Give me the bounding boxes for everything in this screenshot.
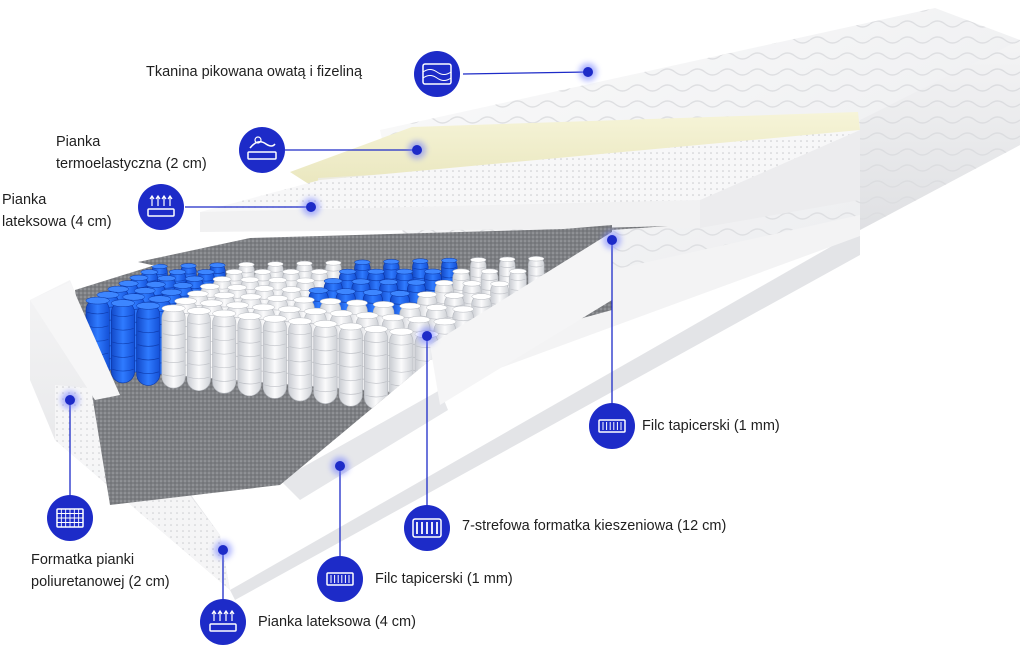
white-pocket-spring <box>237 312 262 397</box>
pointer-dot <box>579 63 597 81</box>
label-latex-top: Pianka lateksowa (4 cm) <box>2 190 112 232</box>
label-latex-bottom: Pianka lateksowa (4 cm) <box>258 614 416 630</box>
label-felt-right: Filc tapicerski (1 mm) <box>642 418 780 434</box>
white-pocket-spring <box>313 320 338 404</box>
thermo-foam-icon <box>239 127 285 173</box>
pointer-dot <box>331 457 349 475</box>
felt-icon <box>589 403 635 449</box>
pointer-dot <box>214 541 232 559</box>
white-pocket-spring <box>161 304 186 389</box>
label-latex-top-line2: lateksowa (4 cm) <box>2 214 112 230</box>
white-pocket-spring <box>262 314 287 399</box>
blue-pocket-spring <box>136 302 161 386</box>
white-pocket-spring <box>186 307 211 391</box>
label-thermo-foam-line1: Pianka <box>56 134 101 150</box>
pocket-springs-icon <box>404 505 450 551</box>
latex-foam-icon <box>138 184 184 230</box>
foam-grid-icon <box>47 495 93 541</box>
white-pocket-spring <box>338 322 363 407</box>
blue-pocket-spring <box>110 299 135 384</box>
label-pu-frame: Formatka pianki poliuretanowej (2 cm) <box>31 550 170 592</box>
pointer-dot <box>61 391 79 409</box>
label-felt-bottom: Filc tapicerski (1 mm) <box>375 571 513 587</box>
pointer-dots <box>61 63 621 559</box>
white-pocket-spring <box>364 325 388 410</box>
pointer-dot <box>418 327 436 345</box>
label-pu-frame-line2: poliuretanowej (2 cm) <box>31 574 170 590</box>
label-pu-frame-line1: Formatka pianki <box>31 552 135 568</box>
pu-frame-side <box>30 282 120 400</box>
white-pocket-spring <box>212 309 237 394</box>
latex-foam-icon <box>200 599 246 645</box>
felt-icon <box>317 556 363 602</box>
pu-frame-right <box>430 232 612 405</box>
label-top-fabric: Tkanina pikowana owatą i fizeliną <box>146 64 363 80</box>
pointer-dot <box>603 231 621 249</box>
label-pocket-springs: 7-strefowa formatka kieszeniowa (12 cm) <box>462 518 727 534</box>
label-thermo-foam-line2: termoelastyczna (2 cm) <box>56 156 207 172</box>
latex-top-layer <box>200 130 860 232</box>
quilted-fabric-icon <box>414 51 460 97</box>
label-thermo-foam: Pianka termoelastyczna (2 cm) <box>56 132 207 174</box>
line-top-fabric <box>462 71 589 75</box>
white-pocket-spring <box>288 317 313 402</box>
pointer-dot <box>302 198 320 216</box>
pointer-dot <box>408 141 426 159</box>
icon-layer <box>47 51 635 645</box>
label-latex-top-line1: Pianka <box>2 192 47 208</box>
white-pocket-spring <box>389 327 414 412</box>
